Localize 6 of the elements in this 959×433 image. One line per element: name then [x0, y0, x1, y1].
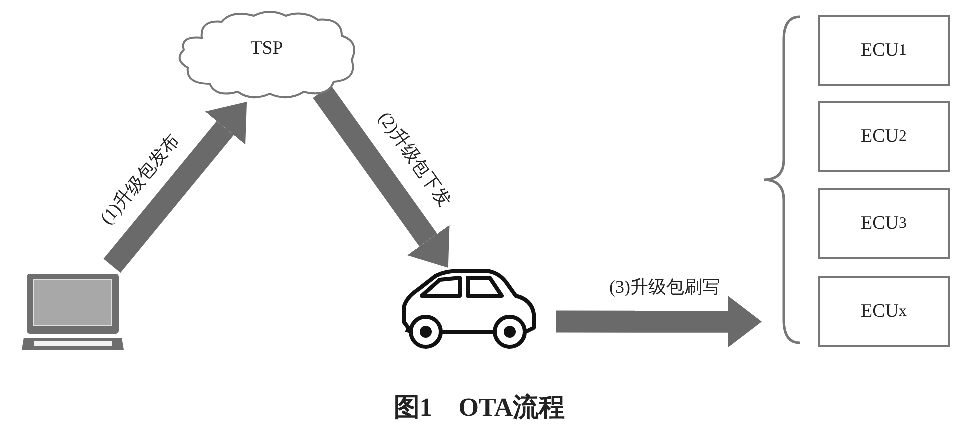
block-arrow	[313, 85, 450, 268]
node-label: TSP	[250, 38, 284, 60]
block-arrow	[104, 102, 248, 273]
block-arrow	[556, 296, 762, 348]
edge-label: (3)升级包刷写	[608, 278, 722, 298]
caption: 图1 OTA流程	[392, 392, 566, 424]
